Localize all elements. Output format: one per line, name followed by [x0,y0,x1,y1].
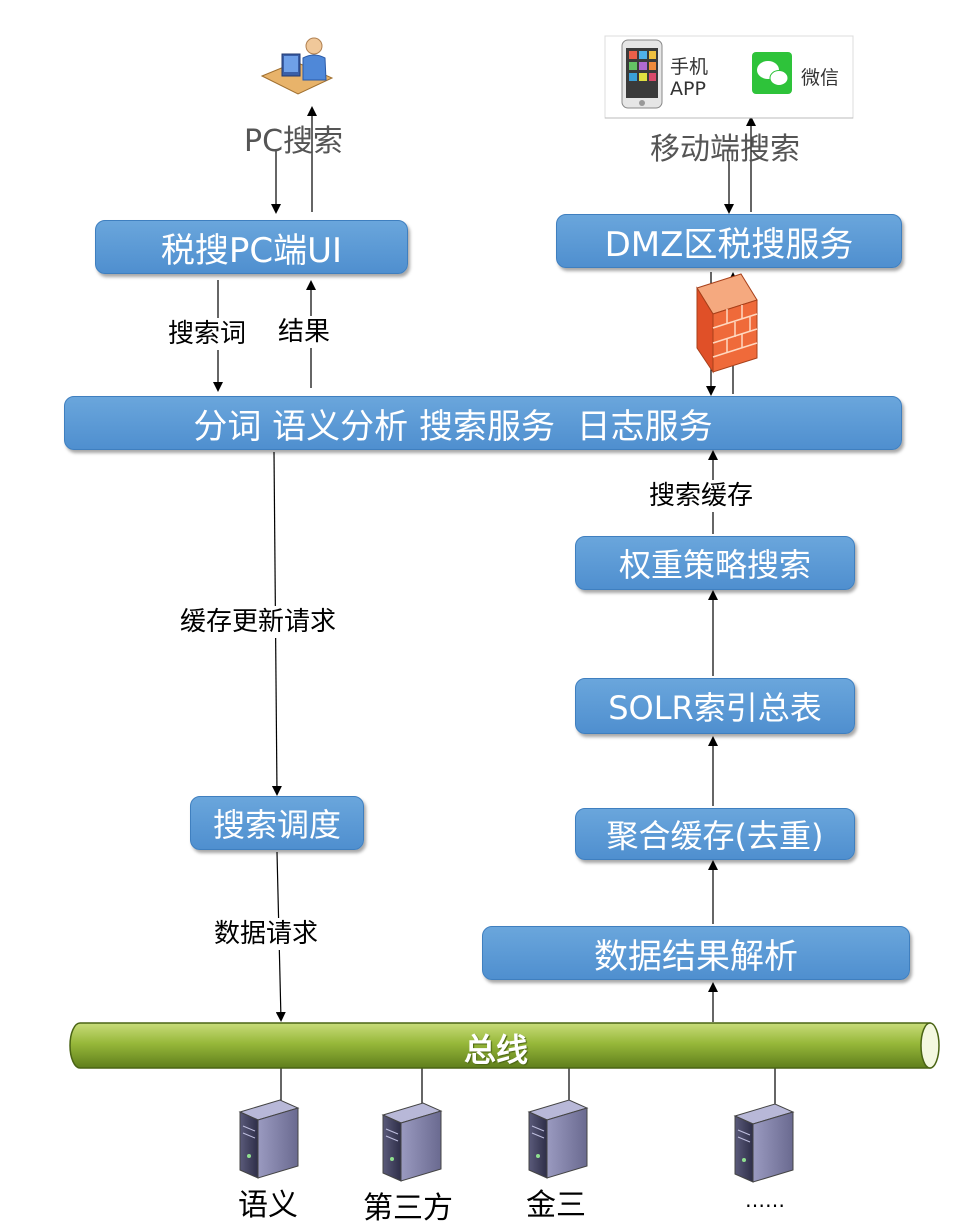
data-parse-label: 数据结果解析 [594,936,798,977]
pc-ui-box: 税搜PC端UI [95,220,408,274]
bus-label: 总线 [464,1031,529,1069]
data-parse-box: 数据结果解析 [482,926,910,980]
dmz-service-label: DMZ区税搜服务 [604,224,854,265]
source-label-jinsan: 金三 [526,1188,586,1223]
edge-label-search-cache: 搜索缓存 [647,480,756,512]
server-icon-more [733,1103,795,1183]
edge-label-search-term: 搜索词 [166,318,249,350]
core-services-box: 分词 语义分析 搜索服务 日志服务 [64,396,902,450]
wechat-icon [752,52,792,94]
search-dispatch-box: 搜索调度 [190,796,364,850]
mobile-search-caption: 移动端搜索 [650,132,800,167]
phone-app-label-line2: APP [670,78,706,100]
pc-search-caption: PC搜索 [244,124,344,159]
edge-label-data-request: 数据请求 [212,918,321,950]
solr-index-label: SOLR索引总表 [608,689,822,727]
source-label-third-party: 第三方 [363,1191,453,1226]
search-dispatch-label: 搜索调度 [212,806,341,844]
server-icon-jinsan [527,1099,589,1179]
source-label-semantic: 语义 [238,1188,298,1223]
weight-strategy-box: 权重策略搜索 [575,536,855,590]
wechat-label: 微信 [801,67,840,89]
weight-strategy-label: 权重策略搜索 [618,546,811,584]
server-icon-semantic [238,1099,300,1179]
source-label-more: …… [745,1188,785,1212]
phone-app-label: 手机 APP [670,56,708,100]
edge-label-cache-update: 缓存更新请求 [178,606,339,638]
phone-app-label-line1: 手机 [670,56,709,78]
aggregate-cache-label: 聚合缓存(去重) [606,817,824,855]
core-services-label: 分词 语义分析 搜索服务 日志服务 [193,406,713,447]
firewall-icon [696,273,758,374]
bus-pipe [69,1022,940,1069]
aggregate-cache-box: 聚合缓存(去重) [575,808,855,860]
dmz-service-box: DMZ区税搜服务 [556,214,902,268]
server-icon-third-party [381,1102,443,1182]
edge-label-result: 结果 [276,316,333,348]
pc-ui-label: 税搜PC端UI [160,230,343,271]
pc-user-icon [260,37,334,95]
smartphone-icon [621,39,663,109]
solr-index-box: SOLR索引总表 [575,678,855,734]
